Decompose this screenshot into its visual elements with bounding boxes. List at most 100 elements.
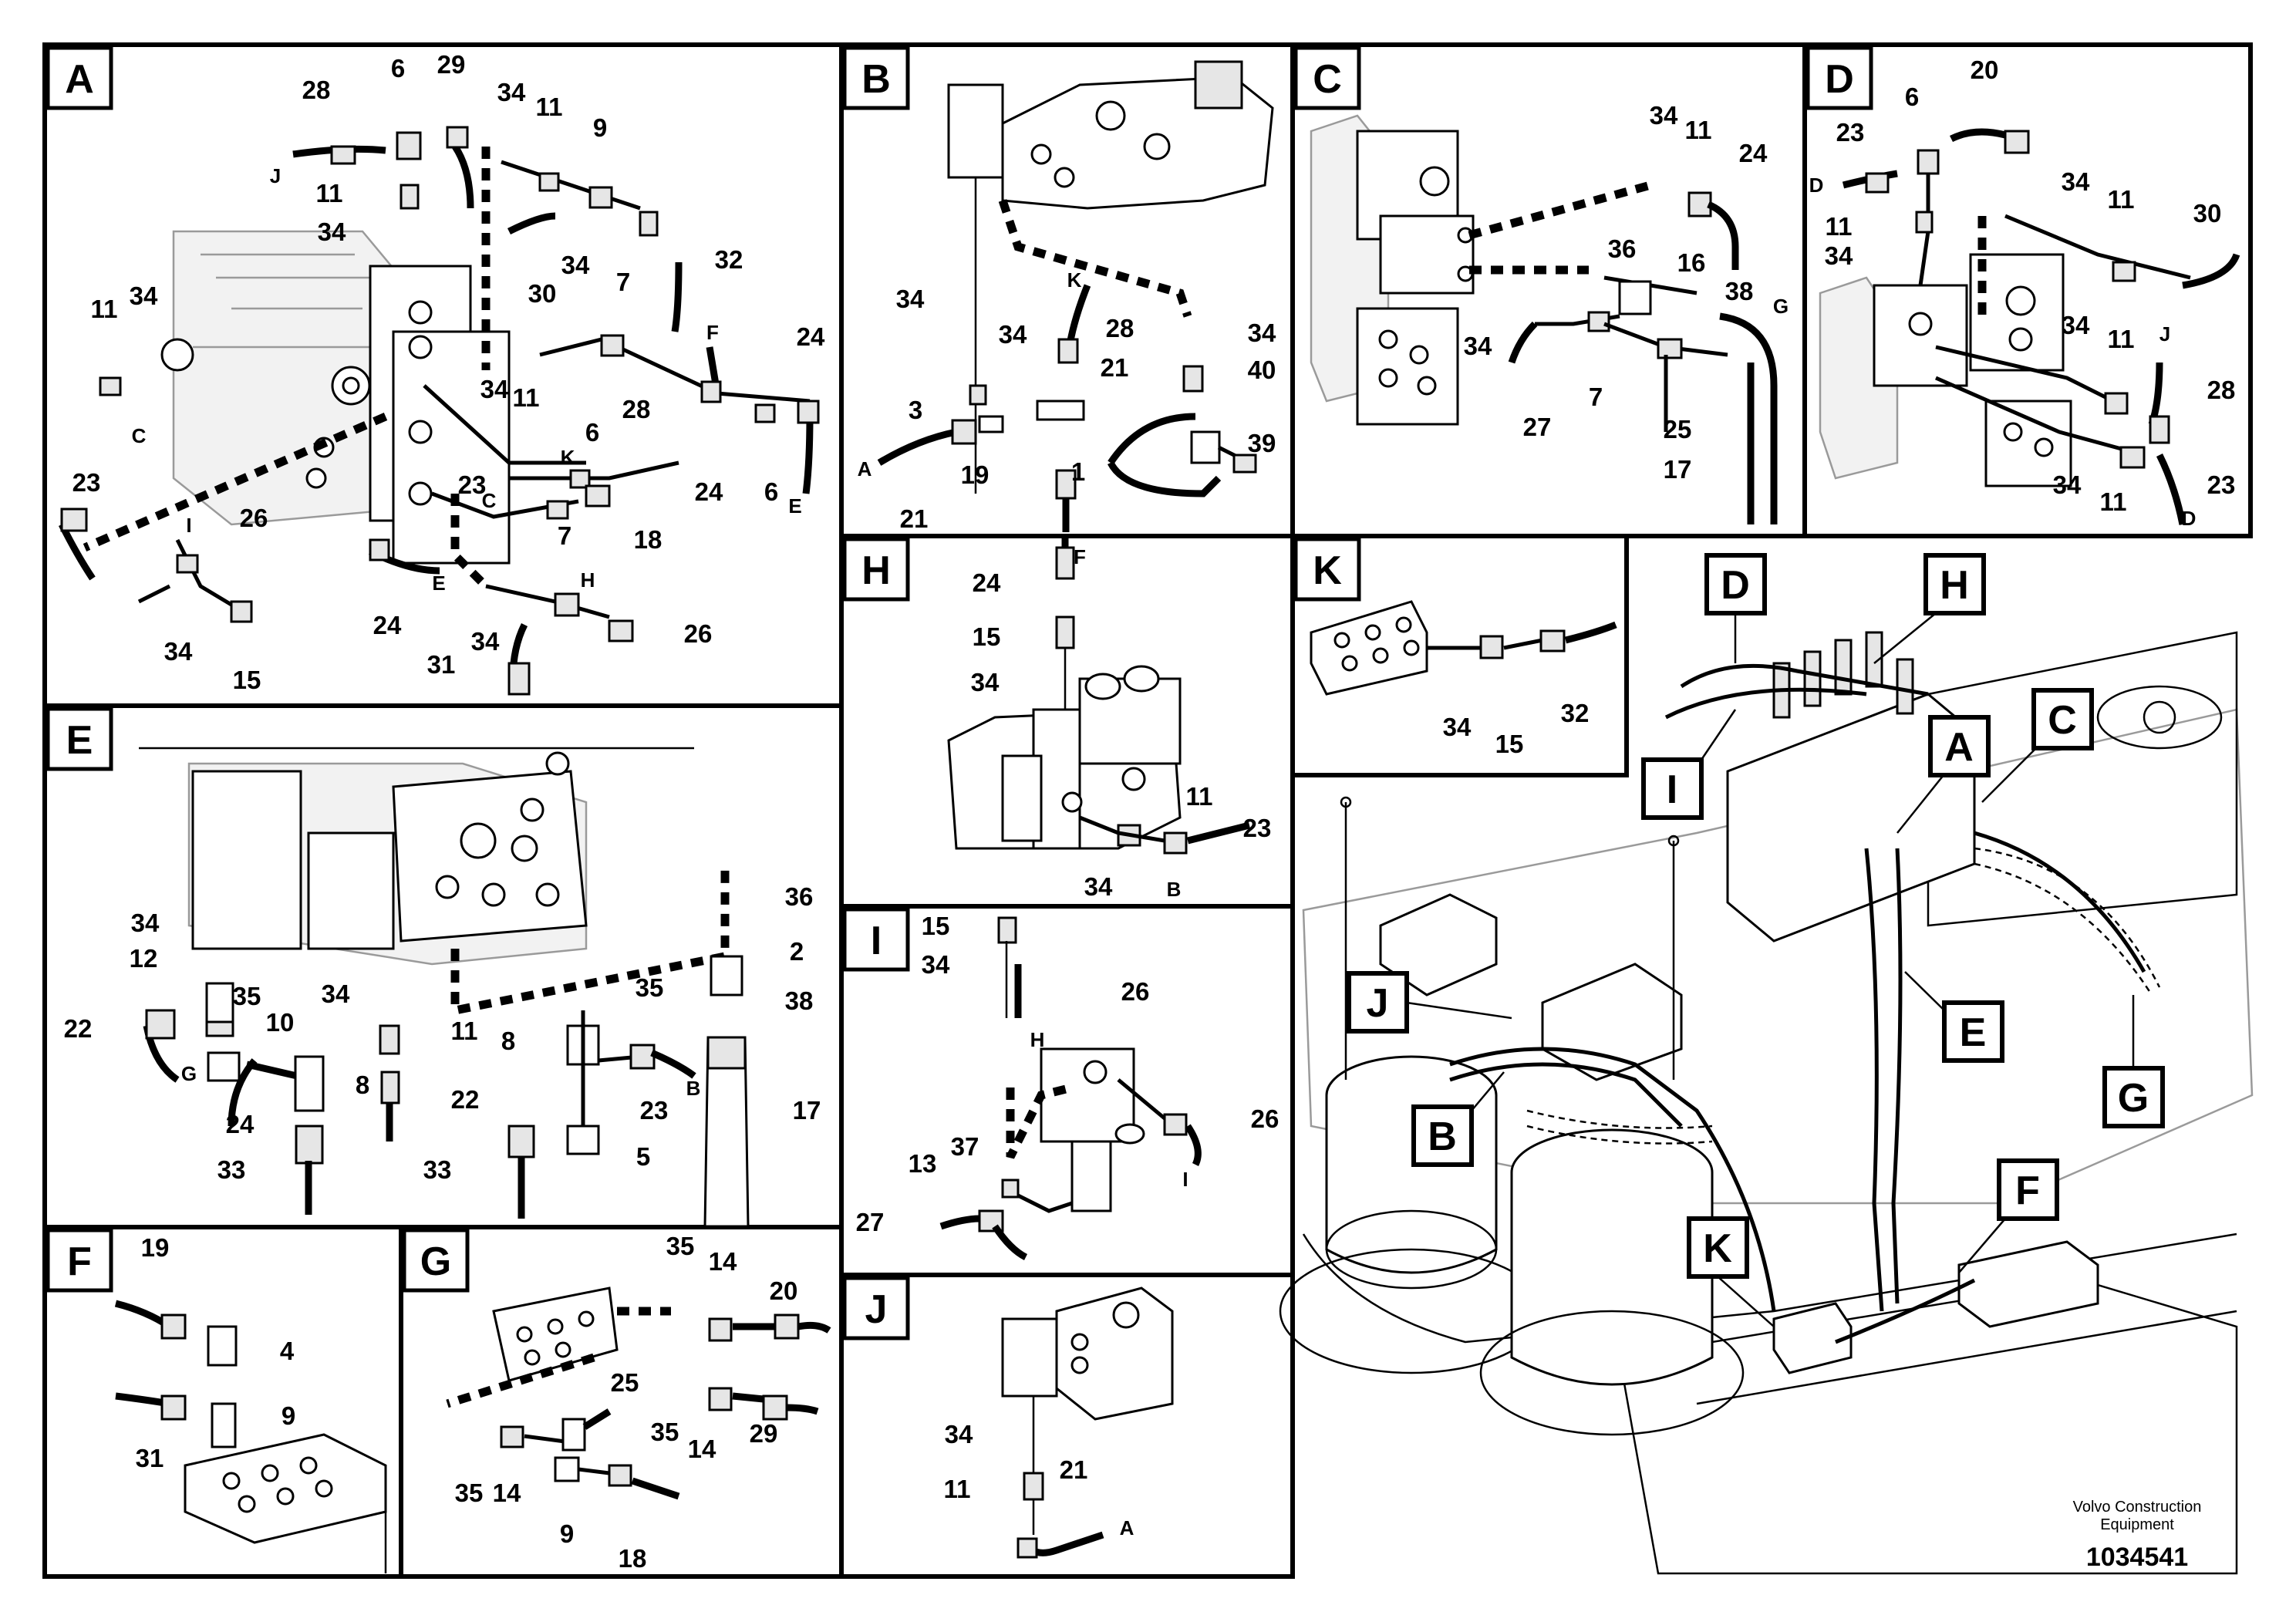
callout-e-34b: 34 bbox=[322, 980, 350, 1008]
callout-e-10: 10 bbox=[266, 1008, 295, 1037]
panel-e-callouts: 34 36 2 12 35 10 34 11 35 38 22 8 23 G 8… bbox=[64, 882, 821, 1184]
callout-e-38: 38 bbox=[785, 986, 814, 1015]
callout-b-40: 40 bbox=[1248, 356, 1276, 384]
callout-a-11c: 11 bbox=[91, 295, 118, 323]
panel-i-frame bbox=[839, 904, 1295, 1277]
callout-a-K: K bbox=[561, 446, 575, 469]
svg-text:H: H bbox=[1940, 563, 1969, 608]
callout-i-15: 15 bbox=[922, 912, 950, 940]
callout-a-24: 24 bbox=[797, 322, 825, 351]
callout-h-F: F bbox=[1074, 545, 1086, 568]
callout-c-G: G bbox=[1773, 295, 1789, 318]
svg-text:G: G bbox=[420, 1239, 451, 1284]
callout-a-24c: 24 bbox=[373, 611, 402, 639]
callout-a-E: E bbox=[788, 494, 801, 518]
svg-text:G: G bbox=[2118, 1076, 2149, 1121]
panel-h-callouts: 24 F 15 34 11 23 34 B bbox=[971, 545, 1272, 901]
svg-text:D: D bbox=[1721, 563, 1750, 608]
callout-a-F: F bbox=[706, 321, 719, 344]
callout-c-17: 17 bbox=[1664, 455, 1692, 484]
callout-d-J: J bbox=[2159, 322, 2170, 346]
callout-k-32: 32 bbox=[1561, 699, 1590, 727]
svg-text:K: K bbox=[1703, 1226, 1732, 1271]
panel-i-tag: I bbox=[842, 907, 910, 972]
overview-callout-a: A bbox=[1896, 715, 1991, 834]
callout-d-30: 30 bbox=[2193, 199, 2222, 228]
document-number: 1034541 bbox=[2086, 1543, 2188, 1572]
callout-b-34b: 34 bbox=[999, 320, 1027, 349]
callout-a-31: 31 bbox=[427, 650, 456, 679]
callout-j-A: A bbox=[1120, 1516, 1135, 1539]
callout-d-23: 23 bbox=[1836, 118, 1865, 147]
callout-a-18: 18 bbox=[634, 525, 663, 554]
callout-d-34d: 34 bbox=[2053, 470, 2082, 499]
callout-g-35b: 35 bbox=[651, 1418, 679, 1446]
callout-g-9: 9 bbox=[560, 1519, 574, 1548]
panel-h-artwork bbox=[947, 536, 1251, 855]
callout-e-34: 34 bbox=[131, 909, 160, 937]
callout-b-34c: 34 bbox=[1248, 319, 1276, 347]
svg-text:I: I bbox=[871, 919, 882, 963]
callout-e-23: 23 bbox=[640, 1096, 669, 1125]
callout-a-11d: 11 bbox=[513, 383, 540, 412]
callout-i-I: I bbox=[1182, 1168, 1188, 1191]
callout-b-21: 21 bbox=[1101, 353, 1129, 382]
callout-e-17: 17 bbox=[793, 1096, 821, 1125]
callout-g-18: 18 bbox=[619, 1544, 647, 1573]
panel-k-artwork bbox=[1310, 600, 1617, 696]
callout-a-26: 26 bbox=[240, 504, 268, 532]
callout-c-34: 34 bbox=[1650, 101, 1678, 130]
callout-g-14b: 14 bbox=[688, 1435, 716, 1463]
callout-a-C: C bbox=[132, 424, 147, 447]
svg-text:E: E bbox=[1960, 1010, 1987, 1055]
callout-a-23b: 23 bbox=[458, 470, 487, 499]
callout-j-21: 21 bbox=[1060, 1455, 1088, 1484]
panel-c-callouts: 34 11 24 36 16 38 G 34 27 7 25 17 bbox=[1464, 101, 1789, 484]
callout-a-34f: 34 bbox=[164, 637, 193, 666]
callout-h-11: 11 bbox=[1186, 782, 1213, 811]
svg-text:K: K bbox=[1313, 548, 1342, 593]
panel-j-callouts: 34 11 21 A bbox=[944, 1420, 1135, 1539]
callout-a-30: 30 bbox=[528, 279, 557, 308]
callout-g-14c: 14 bbox=[493, 1479, 521, 1507]
panel-d-tag: D bbox=[1805, 46, 1873, 110]
callout-h-B: B bbox=[1167, 878, 1182, 901]
callout-a-34b: 34 bbox=[318, 218, 346, 246]
panel-a-callouts: 28 6 29 34 11 9 11 34 30 32 34 7 11 34 F… bbox=[72, 50, 825, 694]
callout-a-C2: C bbox=[482, 489, 497, 512]
callout-b-34: 34 bbox=[896, 285, 925, 313]
callout-c-25: 25 bbox=[1664, 415, 1692, 443]
callout-d-11c: 11 bbox=[2108, 325, 2135, 353]
callout-d-34b: 34 bbox=[2062, 167, 2090, 196]
overview-callout-h: H bbox=[1873, 553, 1986, 664]
callout-a-H: H bbox=[581, 568, 595, 592]
callout-h-34: 34 bbox=[971, 668, 1000, 696]
callout-a-34: 34 bbox=[497, 78, 526, 106]
panel-f-artwork bbox=[114, 1300, 387, 1573]
callout-a-I: I bbox=[186, 514, 191, 537]
callout-a-11: 11 bbox=[536, 93, 563, 121]
callout-i-26b: 26 bbox=[1251, 1104, 1279, 1133]
panel-g-artwork bbox=[446, 1286, 831, 1500]
callout-e-8: 8 bbox=[501, 1027, 515, 1055]
callout-f-4: 4 bbox=[280, 1337, 295, 1365]
callout-a-34c: 34 bbox=[561, 251, 590, 279]
callout-a-6: 6 bbox=[391, 54, 405, 83]
callout-i-H: H bbox=[1030, 1028, 1045, 1051]
panel-k-tag: K bbox=[1293, 537, 1361, 602]
callout-b-1: 1 bbox=[1071, 457, 1085, 486]
callout-e-8b: 8 bbox=[356, 1071, 369, 1099]
callout-a-7: 7 bbox=[616, 268, 630, 296]
overview-artwork bbox=[1279, 631, 2254, 1575]
svg-text:A: A bbox=[65, 57, 94, 102]
callout-g-35: 35 bbox=[666, 1232, 695, 1260]
callout-a-34d: 34 bbox=[130, 282, 158, 310]
callout-d-20: 20 bbox=[1971, 56, 1999, 84]
panel-j-artwork bbox=[1001, 1286, 1174, 1559]
panel-j-tag: J bbox=[842, 1276, 910, 1340]
credit-line-2: Equipment bbox=[2100, 1516, 2174, 1533]
panel-i-callouts: 15 34 26 H 26 13 37 27 I bbox=[856, 912, 1279, 1236]
callout-a-28b: 28 bbox=[622, 395, 651, 423]
callout-a-23: 23 bbox=[72, 468, 101, 497]
overview-callout-g: G bbox=[2102, 995, 2165, 1128]
